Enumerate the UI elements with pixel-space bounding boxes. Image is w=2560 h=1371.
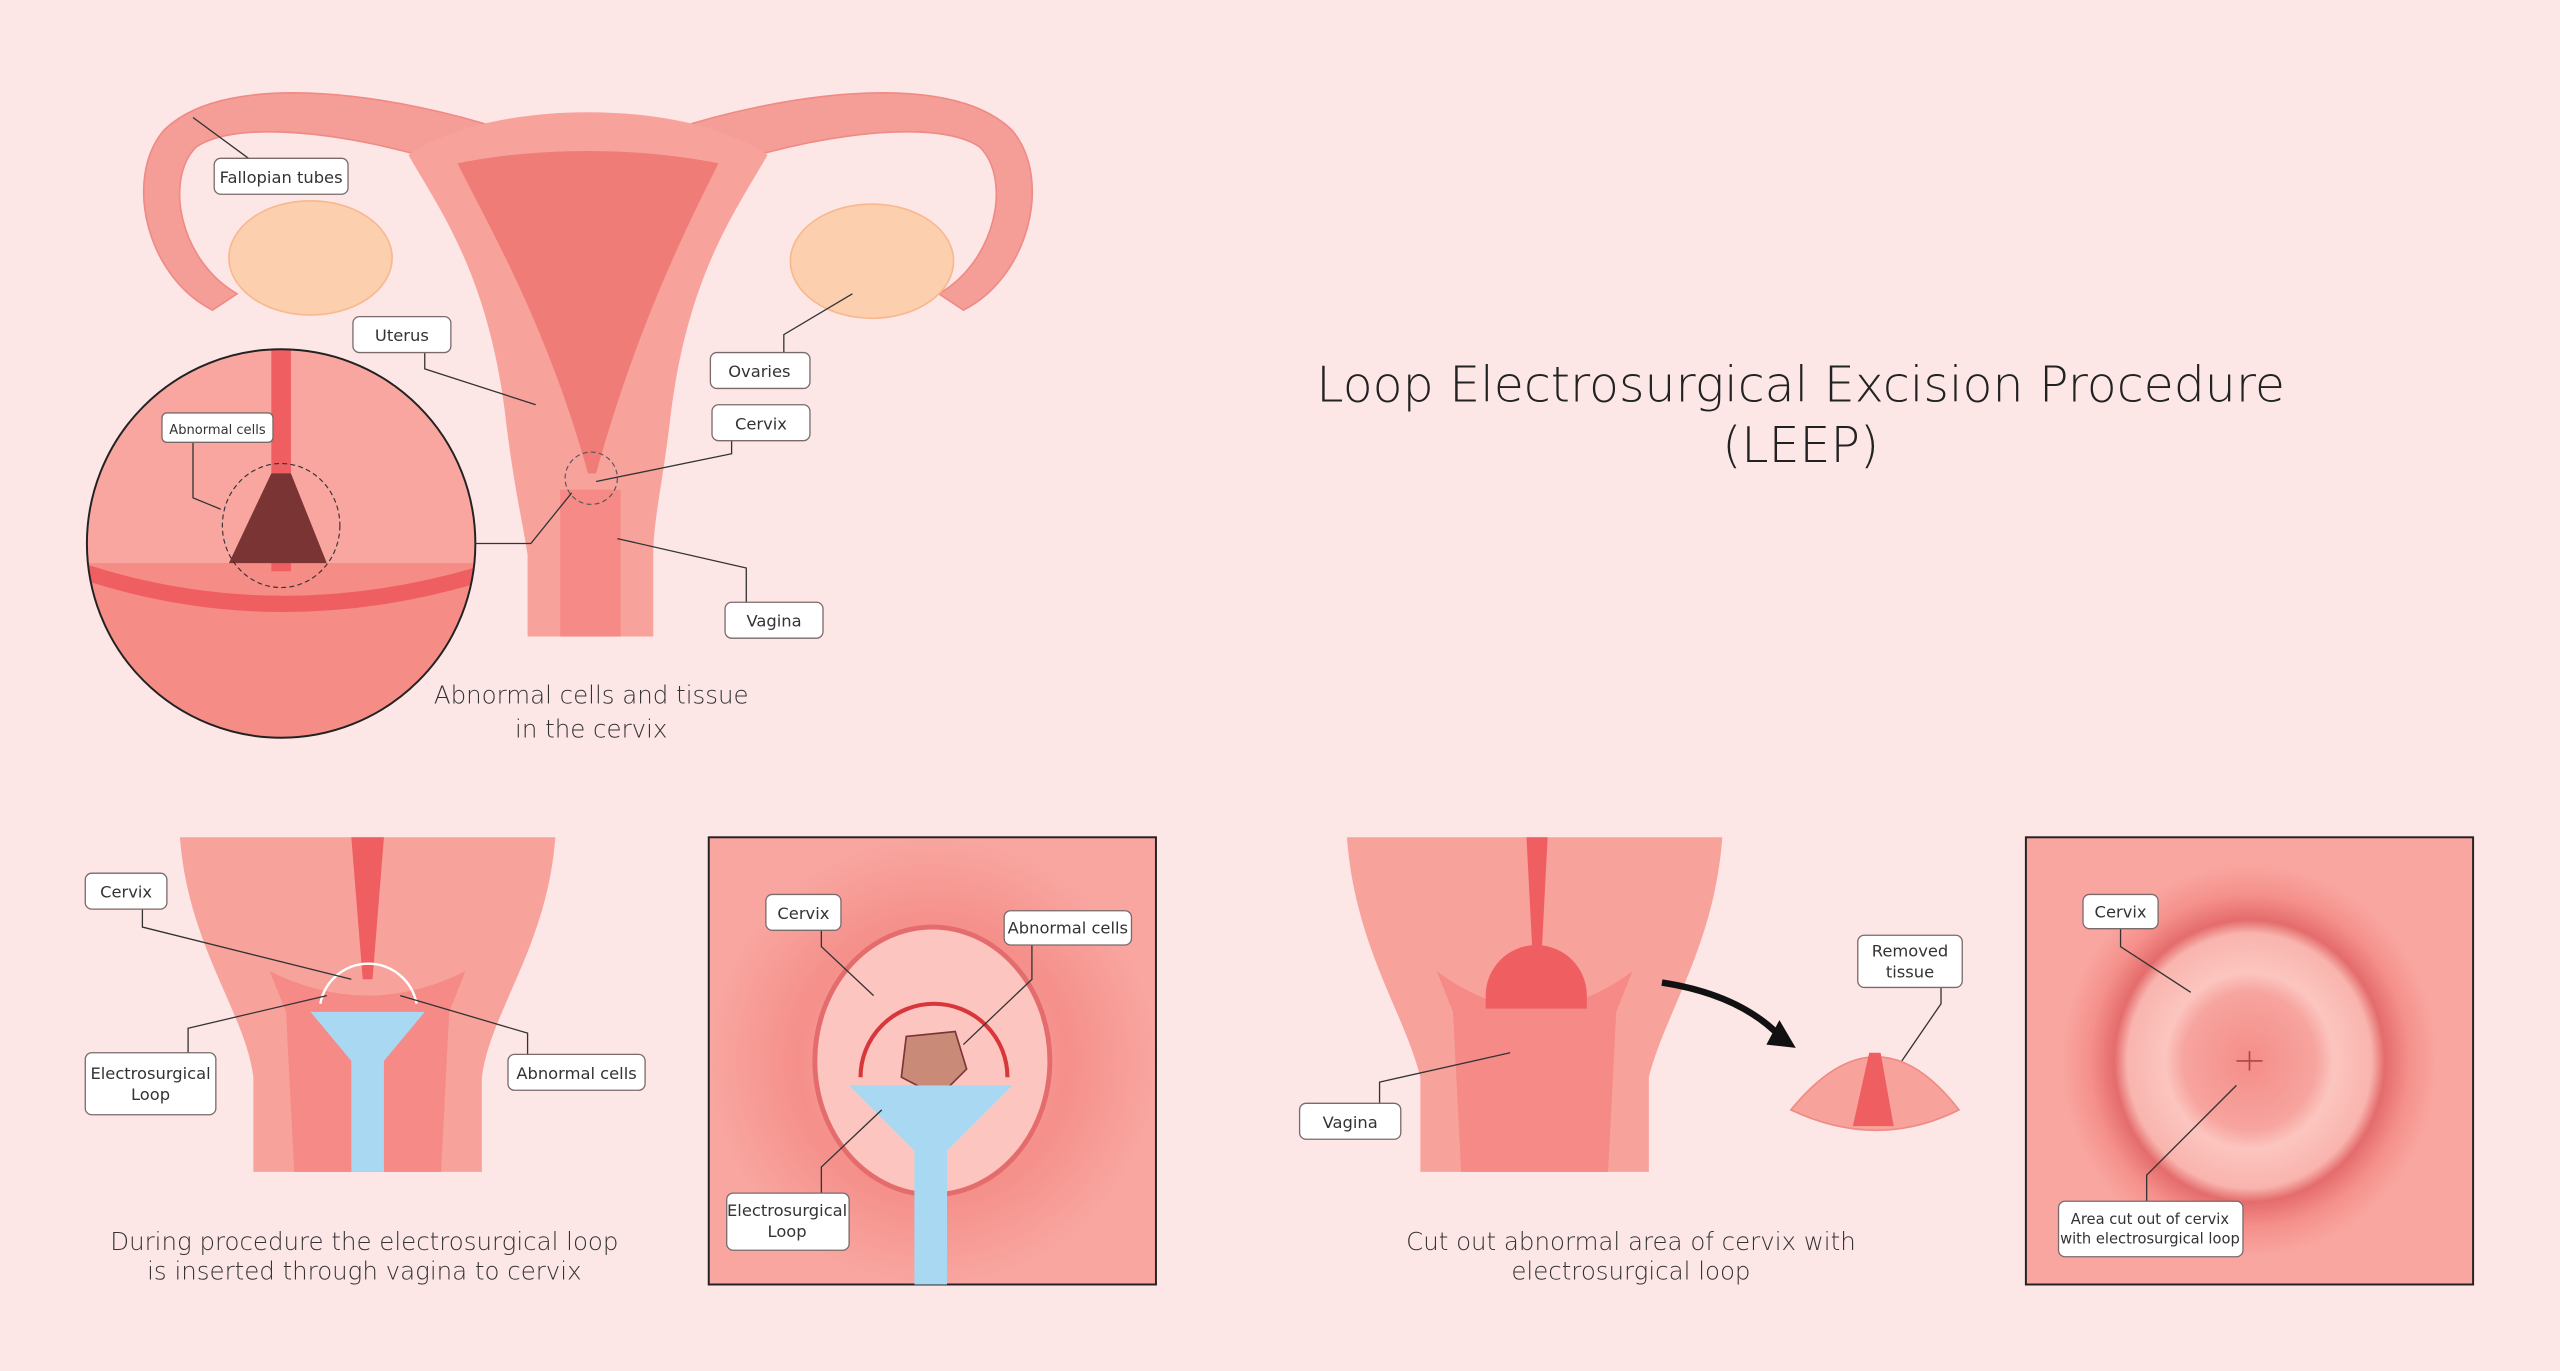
page-title: Loop Electrosurgical Excision Procedure … bbox=[1316, 357, 2285, 474]
left-ovary bbox=[228, 199, 393, 316]
svg-text:Cervix: Cervix bbox=[100, 883, 152, 902]
electrosurgical-loop bbox=[310, 1011, 425, 1172]
excision-illustration bbox=[1346, 837, 1961, 1172]
svg-text:Abnormal cells: Abnormal cells bbox=[169, 423, 266, 438]
uterus-anatomy-illustration bbox=[142, 92, 1034, 637]
label-abnormal-cells: Abnormal cells bbox=[161, 412, 274, 443]
caption-insertion-line-1: During procedure the electrosurgical loo… bbox=[110, 1227, 618, 1256]
label-insertion-cervix: Cervix bbox=[84, 872, 168, 910]
label-insertion-abnormal-cells: Abnormal cells bbox=[507, 1053, 646, 1091]
svg-text:tissue: tissue bbox=[1886, 963, 1934, 982]
svg-text:Loop: Loop bbox=[768, 1222, 807, 1241]
svg-text:Abnormal cells: Abnormal cells bbox=[1008, 919, 1128, 938]
caption-anatomy-line-2: in the cervix bbox=[515, 715, 667, 744]
svg-text:Cervix: Cervix bbox=[2095, 902, 2147, 921]
label-removed-tissue: Removed tissue bbox=[1857, 934, 1963, 989]
title-line-2: (LEEP) bbox=[1722, 417, 1879, 474]
label-cervix: Cervix bbox=[711, 404, 811, 442]
uterine-cavity bbox=[457, 150, 719, 474]
right-fallopian-tube bbox=[668, 92, 1034, 312]
caption-excision-line-1: Cut out abnormal area of cervix with bbox=[1406, 1227, 1856, 1256]
abnormal-cells-zoom-circle bbox=[85, 348, 477, 739]
vaginal-canal bbox=[560, 489, 621, 637]
svg-text:Removed: Removed bbox=[1872, 941, 1949, 960]
svg-text:Vagina: Vagina bbox=[746, 612, 801, 631]
svg-text:Abnormal cells: Abnormal cells bbox=[516, 1064, 636, 1083]
label-closeup-abnormal-cells: Abnormal cells bbox=[1003, 910, 1133, 946]
cervix-highlight bbox=[564, 451, 618, 505]
svg-text:Electrosurgical: Electrosurgical bbox=[727, 1201, 847, 1220]
svg-text:Electrosurgical: Electrosurgical bbox=[90, 1064, 210, 1083]
closeup-electrosurgical-loop bbox=[849, 1085, 1013, 1285]
svg-text:with electrosurgical loop: with electrosurgical loop bbox=[2060, 1231, 2240, 1248]
label-excision-vagina: Vagina bbox=[1298, 1102, 1402, 1140]
loop-insertion-illustration bbox=[179, 837, 556, 1172]
label-result-cervix: Cervix bbox=[2082, 893, 2159, 930]
label-closeup-cervix: Cervix bbox=[765, 893, 842, 931]
label-uterus: Uterus bbox=[352, 315, 452, 354]
label-ovaries: Ovaries bbox=[709, 351, 811, 390]
caption-insertion-line-2: is inserted through vagina to cervix bbox=[147, 1257, 581, 1286]
svg-text:Vagina: Vagina bbox=[1323, 1113, 1378, 1132]
svg-text:Cervix: Cervix bbox=[777, 904, 829, 923]
label-fallopian-tubes: Fallopian tubes bbox=[213, 157, 349, 195]
svg-text:Loop: Loop bbox=[131, 1085, 170, 1104]
title-line-1: Loop Electrosurgical Excision Procedure bbox=[1316, 357, 2285, 414]
left-fallopian-tube bbox=[142, 92, 508, 312]
svg-text:Ovaries: Ovaries bbox=[728, 362, 790, 381]
label-vagina: Vagina bbox=[724, 601, 824, 639]
label-area-cut-out: Area cut out of cervix with electrosurgic… bbox=[2057, 1200, 2244, 1258]
svg-text:Uterus: Uterus bbox=[375, 326, 429, 345]
svg-text:Fallopian tubes: Fallopian tubes bbox=[220, 168, 343, 187]
right-ovary bbox=[789, 203, 955, 320]
svg-text:Cervix: Cervix bbox=[735, 414, 787, 433]
caption-anatomy-line-1: Abnormal cells and tissue bbox=[434, 680, 749, 709]
svg-text:Area cut out of cervix: Area cut out of cervix bbox=[2071, 1211, 2230, 1228]
caption-excision-line-2: electrosurgical loop bbox=[1511, 1257, 1750, 1286]
